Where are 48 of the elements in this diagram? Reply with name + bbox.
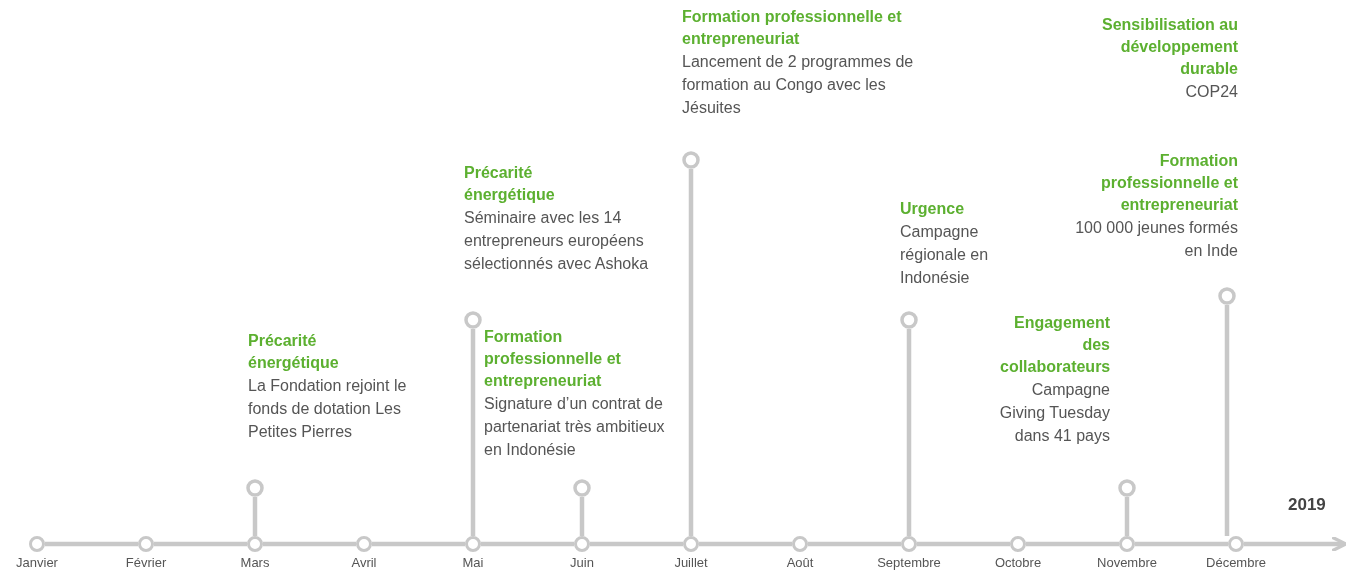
year-label: 2019 (1288, 495, 1326, 515)
event-heading: Urgence (900, 199, 965, 219)
stem-line (252, 497, 258, 536)
month-label: Août (785, 555, 815, 570)
event-description: Séminaire avec les 14 entrepreneurs européens sélectionnés avec Ashoka (464, 208, 650, 274)
stem-line (688, 169, 694, 536)
timeline-line (699, 541, 792, 547)
timeline-line (1135, 541, 1228, 547)
month-label: Février (124, 555, 168, 570)
month-label: Mars (239, 555, 271, 570)
timeline-line (917, 541, 1010, 547)
event-heading: Formation professionnelle et entrepreneuriat (682, 7, 903, 49)
event-heading: Engagement des collaborateurs (1000, 313, 1110, 377)
timeline-line (263, 541, 356, 547)
event-description: Lancement de 2 programmes de formation au Congo avec les Jésuites (682, 52, 915, 118)
event-description: 100 000 jeunes formés en Inde (1074, 218, 1238, 261)
event-description: Signature d’un contrat de partenariat très ambitieux en Indonésie (484, 394, 666, 460)
stem-line (470, 329, 476, 536)
timeline-line (372, 541, 465, 547)
timeline-line (808, 541, 901, 547)
timeline-line (1026, 541, 1119, 547)
event-heading: Sensibilisation au développement durable (1100, 15, 1238, 79)
event-description: La Fondation rejoint le fonds de dotation Les Petites Pierres (248, 376, 408, 442)
stem-line (579, 497, 585, 536)
timeline-line (481, 541, 574, 547)
month-label: Novembre (1096, 555, 1158, 570)
event-description: COP24 (1184, 82, 1238, 102)
event-heading: Formation professionnelle et entrepreneuriat (484, 327, 622, 391)
event-heading: Formation professionnelle et entrepreneuriat (1100, 151, 1238, 215)
event-description: Campagne régionale en Indonésie (900, 222, 990, 288)
timeline-line (45, 541, 138, 547)
timeline-arrow (1244, 535, 1346, 553)
event-heading: Précarité énergétique (464, 163, 556, 205)
stem-line (906, 329, 912, 536)
timeline-line (590, 541, 683, 547)
stem-line (1124, 497, 1130, 536)
month-label: Septembre (876, 555, 942, 570)
month-label: Avril (350, 555, 378, 570)
month-label: Juillet (673, 555, 709, 570)
month-label: Mai (461, 555, 485, 570)
event-heading: Précarité énergétique (248, 331, 340, 373)
timeline-line (154, 541, 247, 547)
event-description: Campagne Giving Tuesday dans 41 pays (998, 380, 1110, 446)
month-label: Octobre (993, 555, 1043, 570)
month-label: Janvier (15, 555, 59, 570)
month-label: Juin (569, 555, 595, 570)
month-label: Décembre (1205, 555, 1267, 570)
stem-line (1224, 305, 1230, 536)
